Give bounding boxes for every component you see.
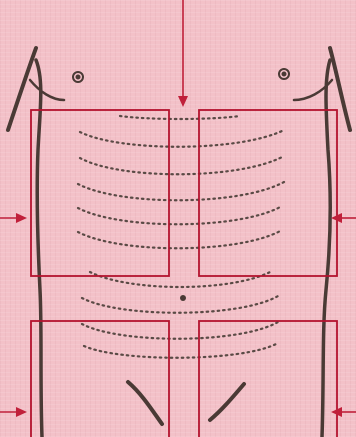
- contour-line-5: [78, 206, 282, 224]
- contour-line-3: [80, 156, 284, 174]
- nipples: [73, 69, 289, 82]
- arrow-left-lower: [0, 407, 27, 417]
- quadrant-boxes: [31, 110, 337, 437]
- arrow-right-upper: [331, 213, 356, 223]
- upper-right-quadrant: [199, 110, 337, 276]
- navel: [180, 295, 186, 301]
- contour-line-10: [84, 344, 276, 358]
- arrows: [0, 0, 356, 417]
- right-side-line: [322, 60, 330, 437]
- contour-line-2: [80, 130, 284, 147]
- arrow-top: [178, 0, 188, 107]
- left-nipple-center: [77, 76, 80, 79]
- contour-line-8: [82, 296, 278, 313]
- left-inguinal-line: [128, 382, 162, 424]
- right-nipple-center: [283, 73, 286, 76]
- contour-line-6: [78, 230, 282, 248]
- lower-right-quadrant: [199, 321, 337, 437]
- torso-outline: [8, 48, 350, 437]
- left-side-line: [36, 60, 42, 437]
- arrow-left-upper: [0, 213, 27, 223]
- contour-line-7: [90, 272, 270, 287]
- right-shoulder-line: [330, 48, 350, 130]
- contour-line-4: [78, 182, 284, 200]
- contour-line-1: [120, 116, 240, 119]
- contour-line-9: [82, 322, 278, 339]
- left-armpit-curve: [30, 80, 64, 100]
- arrow-right-lower: [331, 407, 356, 417]
- right-inguinal-line: [210, 384, 244, 420]
